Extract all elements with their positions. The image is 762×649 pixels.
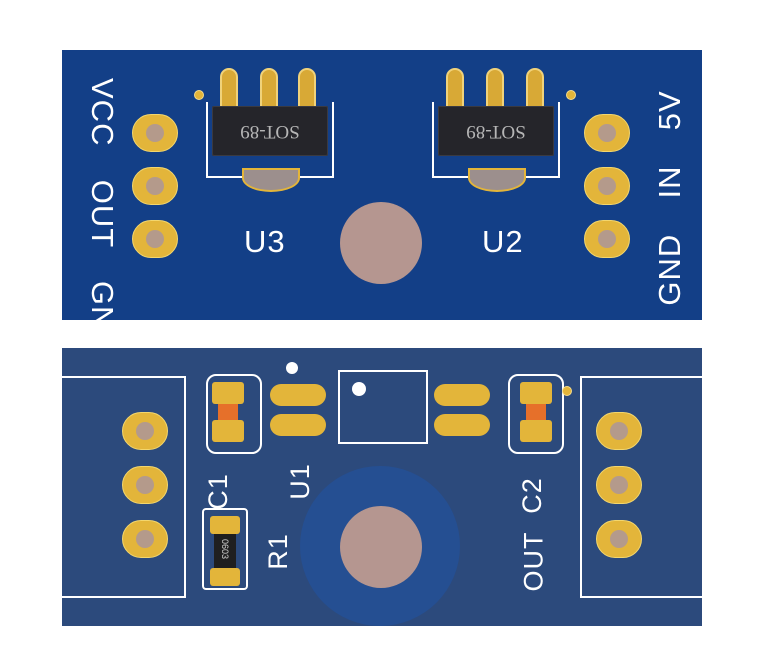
label-gnd-right: GND — [652, 233, 687, 306]
bottom-left-pad-2 — [122, 466, 168, 504]
c2-pad-bottom — [520, 420, 552, 442]
u2-chip-body: SOT-89 — [438, 106, 554, 156]
r1-pad-bottom — [210, 568, 240, 586]
r1-footprint-outline — [202, 508, 248, 590]
u3-pin1-marker — [194, 90, 204, 100]
right-header-labels: GND IN 5V — [652, 78, 688, 318]
label-5v: 5V — [652, 90, 687, 131]
left-header-labels: VCC OUT GND — [84, 78, 120, 320]
bottom-right-pad-3 — [596, 520, 642, 558]
u1-marker-dot — [286, 362, 298, 374]
c2-pad-top — [520, 382, 552, 404]
left-header-pad-1 — [132, 114, 178, 152]
c2-footprint-outline — [508, 374, 564, 454]
u1-pad-left-1 — [270, 384, 326, 406]
c1-capacitor-body — [218, 404, 238, 420]
u2-chip-marking: SOT-89 — [466, 121, 526, 142]
left-header-pad-3 — [132, 220, 178, 258]
c1-footprint-outline — [206, 374, 262, 454]
out-label: OUT — [518, 531, 549, 592]
top-mounting-hole — [340, 202, 422, 284]
c2-via — [562, 386, 572, 396]
u2-designator: U2 — [482, 224, 524, 259]
u2-heat-tab — [468, 168, 526, 192]
u3-designator: U3 — [244, 224, 286, 259]
left-connector-outline — [62, 376, 186, 598]
u1-pad-right-2 — [434, 414, 490, 436]
u1-pad-left-2 — [270, 414, 326, 436]
u1-body-outline — [338, 370, 428, 444]
bottom-right-pad-2 — [596, 466, 642, 504]
u3-chip-marking: SOT-89 — [240, 121, 300, 142]
u2-pin1-marker — [566, 90, 576, 100]
label-in: IN — [652, 165, 687, 199]
label-gnd: GND — [85, 280, 120, 320]
r1-resistor-body: 0603 — [214, 534, 236, 568]
c1-pad-bottom — [212, 420, 244, 442]
c2-designator: C2 — [516, 477, 547, 514]
right-header-pad-1 — [584, 114, 630, 152]
label-vcc: VCC — [85, 78, 120, 147]
u3-heat-tab — [242, 168, 300, 192]
c2-capacitor-body — [526, 404, 546, 420]
left-header-pad-2 — [132, 167, 178, 205]
bottom-left-pad-3 — [122, 520, 168, 558]
bottom-mounting-hole — [340, 506, 422, 588]
bottom-pcb-board: C1 0603 R1 U1 C2 OUT — [62, 348, 702, 626]
r1-pad-top — [210, 516, 240, 534]
c1-designator: C1 — [202, 473, 233, 510]
r1-designator: R1 — [262, 533, 293, 570]
r1-marking: 0603 — [220, 538, 230, 560]
u1-pad-right-1 — [434, 384, 490, 406]
bottom-left-pad-1 — [122, 412, 168, 450]
right-header-pad-3 — [584, 220, 630, 258]
label-out: OUT — [85, 179, 120, 248]
bottom-right-pad-1 — [596, 412, 642, 450]
top-pcb-board: VCC OUT GND SOT-89 U3 SOT-89 U2 GND IN 5… — [62, 50, 702, 320]
u1-designator: U1 — [284, 463, 315, 500]
right-header-pad-2 — [584, 167, 630, 205]
c1-pad-top — [212, 382, 244, 404]
right-connector-outline — [580, 376, 702, 598]
u1-pin1-dot — [352, 382, 366, 396]
u3-chip-body: SOT-89 — [212, 106, 328, 156]
